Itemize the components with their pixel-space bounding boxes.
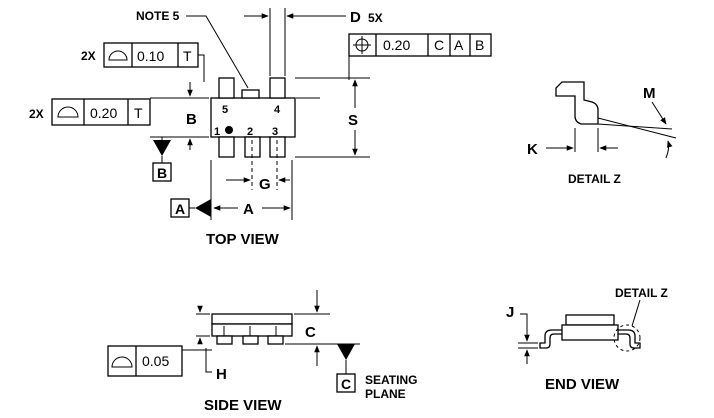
fcf-ref: B	[475, 37, 484, 53]
end-body-top	[565, 314, 615, 326]
dim-g: G	[259, 176, 271, 193]
note-5-leader	[186, 15, 249, 89]
dim-b: B	[186, 111, 197, 128]
pin-4-lead	[269, 77, 286, 99]
pin-1-lead	[218, 136, 235, 158]
j-leader	[520, 313, 528, 322]
datum-a-label: A	[175, 201, 185, 217]
m-arrow-top	[651, 101, 667, 125]
fcf-ref: T	[134, 105, 143, 121]
note-5-label: NOTE 5	[136, 9, 180, 23]
dim-k: K	[527, 141, 538, 158]
fcf-frame	[348, 33, 492, 57]
pin-number: 5	[222, 104, 228, 116]
dim-a: A	[243, 201, 254, 218]
angle-line	[597, 117, 677, 139]
end-lead-left	[539, 329, 562, 349]
pin-number: 4	[274, 104, 281, 116]
fcf-value: 0.05	[142, 353, 169, 369]
fcf-count: 2X	[81, 49, 96, 63]
pin-5-lead	[218, 77, 235, 99]
fcf-position-value: 0.20	[383, 37, 410, 53]
profile-surface-icon	[108, 50, 128, 61]
datum-b-triangle	[153, 140, 171, 156]
pin-number: 1	[214, 126, 220, 138]
detail-z-circle	[613, 324, 641, 352]
datum-b-label: B	[157, 165, 167, 181]
detail-z-leader	[631, 299, 641, 327]
datum-c-label: C	[341, 376, 351, 392]
fcf-value: 0.20	[90, 105, 117, 121]
position-fcf: 0.20 C A B	[348, 33, 492, 80]
end-body-bottom	[561, 324, 619, 341]
profile-surface-icon	[57, 106, 79, 118]
side-lead	[216, 335, 233, 345]
fcf-leader	[198, 54, 205, 82]
side-body-top	[211, 313, 293, 325]
lead-profile	[555, 81, 599, 125]
pin-tab	[241, 89, 260, 99]
fcf-value: 0.10	[137, 48, 164, 64]
pin-number: 2	[247, 126, 253, 138]
detail-z-view: K M DETAIL Z	[527, 81, 677, 186]
fcf-frame	[103, 42, 199, 68]
seating-plane-label: PLANE	[365, 387, 406, 401]
pin-1-dot	[225, 126, 233, 134]
profile-fcf-top: 2X 0.10 T	[81, 42, 205, 97]
dim-j: J	[506, 304, 514, 321]
h-leader	[205, 348, 212, 373]
seating-line	[597, 123, 673, 130]
dim-s: S	[348, 112, 358, 129]
fcf-count: 2X	[29, 107, 44, 121]
side-lead	[242, 335, 259, 345]
dim-d-count: 5X	[368, 11, 383, 25]
end-view: DETAIL Z J END VIEW	[506, 286, 668, 393]
side-lead	[267, 335, 284, 345]
seating-plane-label: SEATING	[365, 373, 417, 387]
side-view-title: SIDE VIEW	[204, 397, 282, 414]
datum-b-box	[152, 162, 172, 182]
m-arrow-bottom	[665, 140, 673, 159]
dim-m: M	[643, 85, 656, 102]
top-view: NOTE 5 5 4 1 2 3 D 5X	[29, 8, 492, 248]
detail-z-title: DETAIL Z	[568, 172, 621, 186]
flatness-fcf	[107, 345, 183, 377]
profile-fcf-left: 2X 0.20 T	[29, 98, 151, 126]
fcf-frame	[51, 98, 151, 126]
end-view-title: END VIEW	[545, 376, 620, 393]
detail-z-ref: DETAIL Z	[615, 286, 668, 300]
fcf-ref: C	[434, 37, 444, 53]
profile-surface-icon	[111, 356, 133, 368]
datum-a-triangle	[195, 199, 211, 217]
dim-h: H	[216, 366, 227, 383]
datum-c-box	[336, 373, 356, 393]
pin-number: 3	[272, 126, 278, 138]
fcf-ref: A	[454, 37, 464, 53]
top-view-title: TOP VIEW	[206, 231, 280, 248]
dim-d: D	[350, 9, 361, 26]
dim-c: C	[305, 324, 316, 341]
datum-c-triangle	[337, 344, 355, 360]
fcf-ref: T	[183, 48, 192, 64]
end-lead-right	[618, 329, 641, 349]
side-view: C C SEATING PLANE 0.05 H SIDE VIEW	[107, 290, 417, 414]
